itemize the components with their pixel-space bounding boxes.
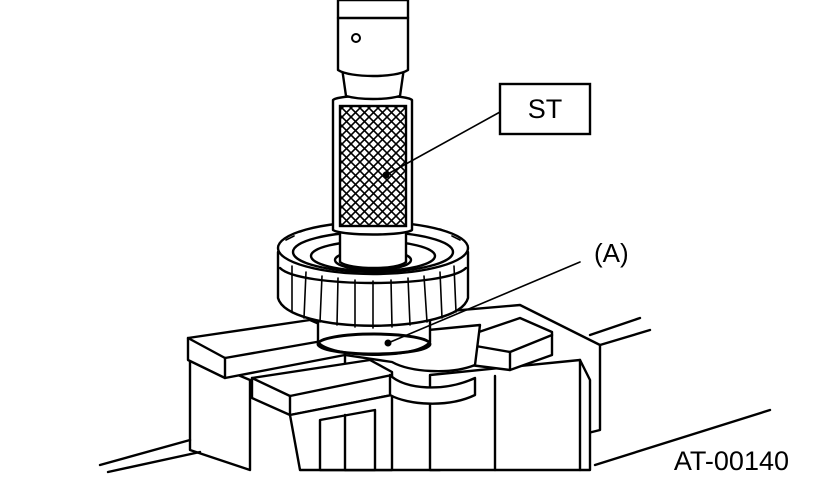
- callout-st-label: ST: [528, 94, 563, 124]
- callout-st-box: [498, 82, 592, 136]
- bench-vise: [98, 303, 772, 474]
- a-leader-dot: [384, 339, 392, 347]
- figure-code: AT-00140: [674, 446, 789, 476]
- st-leader-dot: [382, 171, 390, 179]
- callout-a-label: (A): [594, 238, 629, 268]
- leader-lines: [382, 111, 581, 347]
- callout-st: ST: [498, 82, 592, 136]
- special-tool: [331, 0, 414, 270]
